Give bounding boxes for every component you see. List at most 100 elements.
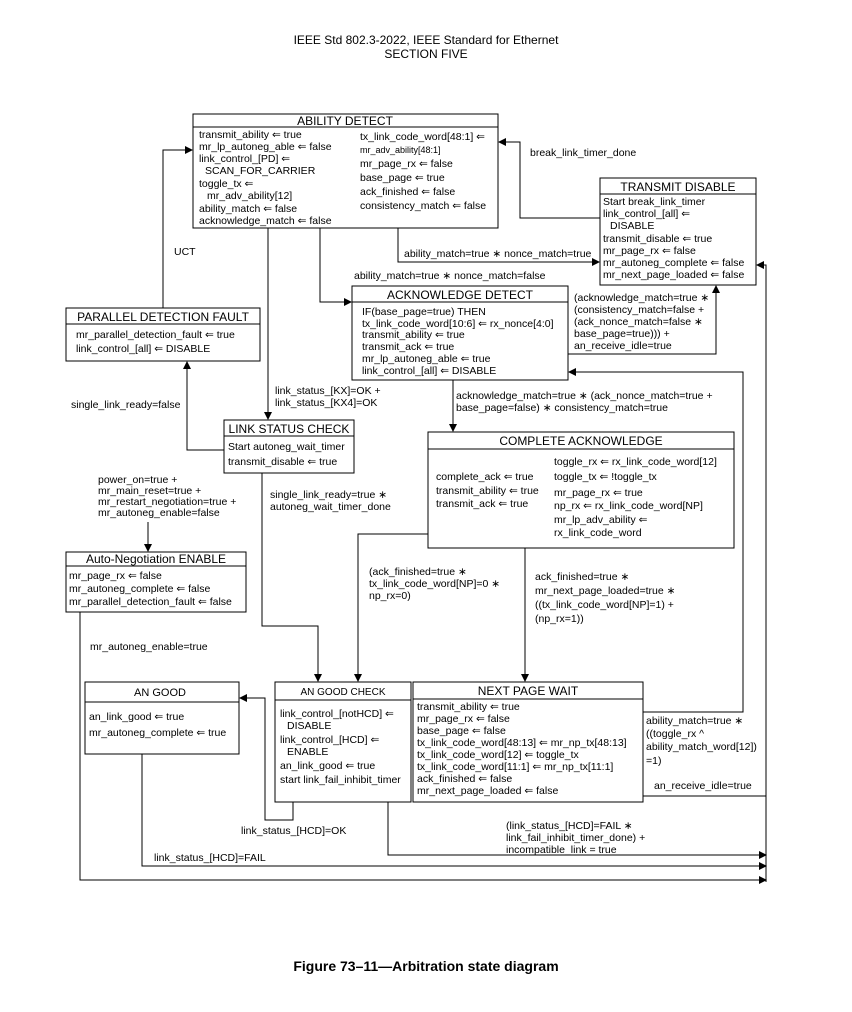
ability-detect-title: ABILITY DETECT (297, 114, 393, 128)
state-line: SCAN_FOR_CARRIER (205, 165, 316, 177)
label-ack-to-td: (ack_nonce_match=false ∗ (574, 316, 703, 328)
transition-agc-to-an-good (239, 694, 294, 821)
header-title: IEEE Std 802.3-2022, IEEE Standard for E… (293, 33, 559, 47)
label-hcd-fail-inhibit: link_fail_inhibit_timer_done) + (506, 832, 645, 844)
state-line: mr_page_rx ⇐ false (417, 713, 510, 725)
transition-ad-to-td (397, 228, 600, 266)
label-npw-to-ack: ((toggle_rx ^ (646, 728, 704, 740)
state-line: mr_page_rx ⇐ false (69, 570, 162, 582)
label-complete-to-npw: ack_finished=true ∗ (535, 571, 629, 583)
label-complete-to-npw: ((tx_link_code_word[NP]=1) + (535, 599, 674, 611)
state-line: mr_page_rx ⇐ false (360, 158, 453, 170)
ability-detect-box (192, 113, 499, 229)
label-npw-to-ack: ability_match_word[12]) (646, 741, 757, 753)
transition-uct (162, 146, 193, 308)
state-line: ack_finished ⇐ false (417, 773, 512, 785)
label-ack-to-complete: base_page=false) ∗ consistency_match=tru… (456, 402, 668, 414)
an-good-box (84, 681, 240, 755)
state-line: an_link_good ⇐ true (280, 760, 375, 772)
label-ad-to-td: ability_match=true ∗ nonce_match=true (404, 248, 592, 260)
state-line: mr_parallel_detection_fault ⇐ false (69, 596, 232, 608)
state-line: rx_link_code_word (554, 527, 642, 539)
state-line: transmit_disable ⇐ true (603, 233, 712, 245)
transmit-disable-box (599, 177, 757, 286)
state-line: toggle_tx ⇐ !toggle_tx (554, 471, 658, 483)
an-good-title: AN GOOD (134, 687, 186, 699)
label-hcd-ok: link_status_[HCD]=OK (241, 825, 346, 837)
state-line: toggle_tx ⇐ (199, 178, 254, 190)
state-line: link_control_[all] ⇐ (603, 208, 690, 220)
state-line: tx_link_code_word[10:6] ⇐ rx_nonce[4:0] (362, 318, 554, 330)
an-enable-box (65, 551, 247, 613)
label-single-link-false: single_link_ready=false (71, 399, 181, 411)
transmit-disable-title: TRANSMIT DISABLE (620, 180, 735, 194)
label-hcd-fail: link_status_[HCD]=FAIL (154, 852, 266, 864)
label-kx: link_status_[KX4]=OK (275, 397, 377, 409)
label-hcd-fail-inhibit: (link_status_[HCD]=FAIL ∗ (506, 820, 633, 832)
label-ad-to-ack: ability_match=true ∗ nonce_match=false (354, 270, 546, 282)
label-power-on: mr_main_reset=true + (98, 485, 201, 497)
label-power-on: mr_autoneg_enable=false (98, 507, 220, 519)
state-line: transmit_disable ⇐ true (228, 456, 337, 468)
label-kx: link_status_[KX]=OK + (275, 385, 381, 397)
state-line: mr_lp_autoneg_able ⇐ false (199, 141, 332, 153)
state-line: mr_adv_ability[48:1] (360, 145, 441, 155)
label-npw-to-ack: =1) (646, 755, 661, 767)
state-line: tx_link_code_word[12] ⇐ toggle_tx (417, 749, 579, 761)
complete-acknowledge-box (427, 431, 735, 549)
complete-acknowledge-title: COMPLETE ACKNOWLEDGE (499, 434, 662, 448)
state-line: mr_page_rx ⇐ false (603, 245, 696, 257)
label-power-on: power_on=true + (98, 474, 177, 486)
state-line: transmit_ability ⇐ true (362, 329, 465, 341)
state-line: IF(base_page=true) THEN (362, 306, 486, 318)
state-line: DISABLE (287, 720, 331, 732)
label-hcd-fail-inhibit: incompatible_link = true (506, 844, 617, 856)
label-ack-to-td: (acknowledge_match=true ∗ (574, 292, 709, 304)
state-line: consistency_match ⇐ false (360, 200, 486, 212)
label-complete-to-npw: (np_rx=1)) (535, 613, 584, 625)
state-line: an_link_good ⇐ true (89, 711, 184, 723)
label-an-receive-idle: an_receive_idle=true (654, 780, 752, 792)
state-line: transmit_ack ⇐ true (436, 498, 528, 510)
transition-hcd-fail (141, 754, 767, 870)
state-line: transmit_ability ⇐ true (436, 485, 539, 497)
transition-ack-detect-to-td (568, 285, 720, 355)
state-line: tx_link_code_word[48:1] ⇐ (360, 131, 485, 143)
acknowledge-detect-box (351, 285, 569, 381)
label-break-link-timer: break_link_timer_done (530, 147, 636, 159)
label-power-on: mr_restart_negotiation=true + (98, 496, 236, 508)
state-line: Start autoneg_wait_timer (228, 441, 345, 453)
link-status-check-title: LINK STATUS CHECK (229, 422, 350, 436)
state-line: mr_autoneg_complete ⇐ true (89, 727, 226, 739)
label-npw-to-ack: ability_match=true ∗ (646, 715, 743, 727)
label-complete-to-npw: mr_next_page_loaded=true ∗ (535, 585, 675, 597)
state-line: link_control_[notHCD] ⇐ (280, 708, 394, 720)
state-line: link_control_[all] ⇐ DISABLE (362, 365, 496, 377)
state-line: link_control_[HCD] ⇐ (280, 734, 379, 746)
transition-single-link-false (183, 361, 224, 451)
transition-hcd-fail-inhibit (387, 802, 767, 859)
state-line: mr_lp_adv_ability ⇐ (554, 514, 648, 526)
label-single-link-true: single_link_ready=true ∗ (270, 489, 387, 501)
label-ack-to-td: (consistency_match=false + (574, 304, 704, 316)
label-ack-to-complete: acknowledge_match=true ∗ (ack_nonce_matc… (456, 390, 713, 402)
state-line: np_rx ⇐ rx_link_code_word[NP] (554, 500, 703, 512)
transition-complete-to-agc (354, 533, 428, 682)
header-section: SECTION FIVE (384, 47, 468, 61)
label-autoneg-enable: mr_autoneg_enable=true (90, 641, 208, 653)
state-line: start link_fail_inhibit_timer (280, 774, 401, 786)
link-status-check-box (223, 419, 355, 474)
label-ack-to-td: base_page=true))) + (574, 328, 670, 340)
state-line: ack_finished ⇐ false (360, 186, 455, 198)
transition-autoneg-enable (79, 612, 767, 884)
state-line: Start break_link_timer (603, 196, 706, 208)
state-line: link_control_[all] ⇐ DISABLE (76, 343, 210, 355)
state-line: mr_page_rx ⇐ true (554, 487, 643, 499)
transition-lsc-to-agc (261, 473, 322, 682)
state-line: mr_adv_ability[12] (207, 190, 292, 202)
state-line: base_page ⇐ false (417, 725, 506, 737)
an-good-check-box (274, 681, 412, 803)
state-line: tx_link_code_word[48:13] ⇐ mr_np_tx[48:1… (417, 737, 627, 749)
label-complete-to-check: tx_link_code_word[NP]=0 ∗ (369, 578, 500, 590)
state-line: mr_autoneg_complete ⇐ false (69, 583, 210, 595)
